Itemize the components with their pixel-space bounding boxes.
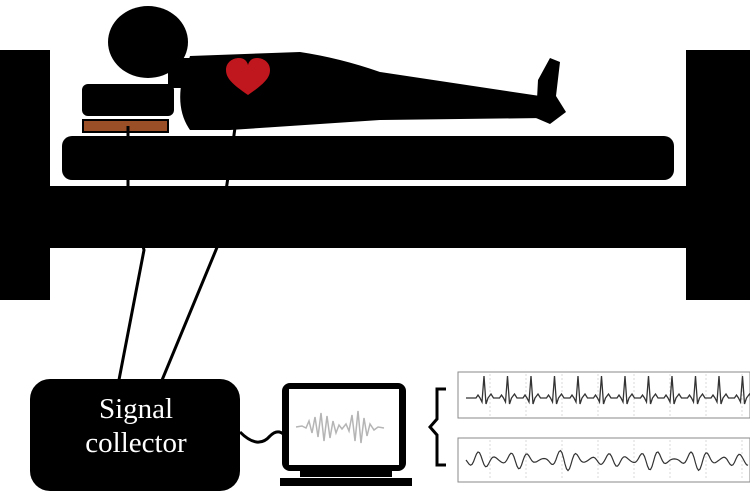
- pillow: [82, 84, 174, 116]
- recorded-signal-panels: [457, 371, 750, 483]
- bed-headboard: [0, 50, 50, 300]
- sensor-cable-heart: [158, 119, 238, 386]
- sensor-pad: [82, 119, 169, 133]
- monitor-base: [280, 478, 412, 486]
- sensor-cables: [116, 119, 238, 386]
- monitor-stand: [300, 471, 392, 477]
- panel-bracket: [428, 387, 446, 467]
- upper-ecg-trace: [466, 375, 750, 405]
- sensor-cable-pad: [116, 126, 146, 386]
- monitor-icon: [280, 383, 412, 486]
- lower-oscillatory-trace: [465, 449, 749, 472]
- collector-monitor-cable: [238, 430, 290, 444]
- person-feet: [536, 58, 566, 124]
- heart-icon: [226, 58, 270, 95]
- bed-mattress: [62, 136, 674, 180]
- bed: [0, 50, 750, 300]
- person-torso: [180, 52, 544, 130]
- monitor-signal-trace: [295, 410, 385, 444]
- bed-frame: [0, 186, 750, 248]
- signal-collector-box: [30, 379, 240, 491]
- bed-footboard: [686, 50, 750, 300]
- person-silhouette: [108, 6, 566, 130]
